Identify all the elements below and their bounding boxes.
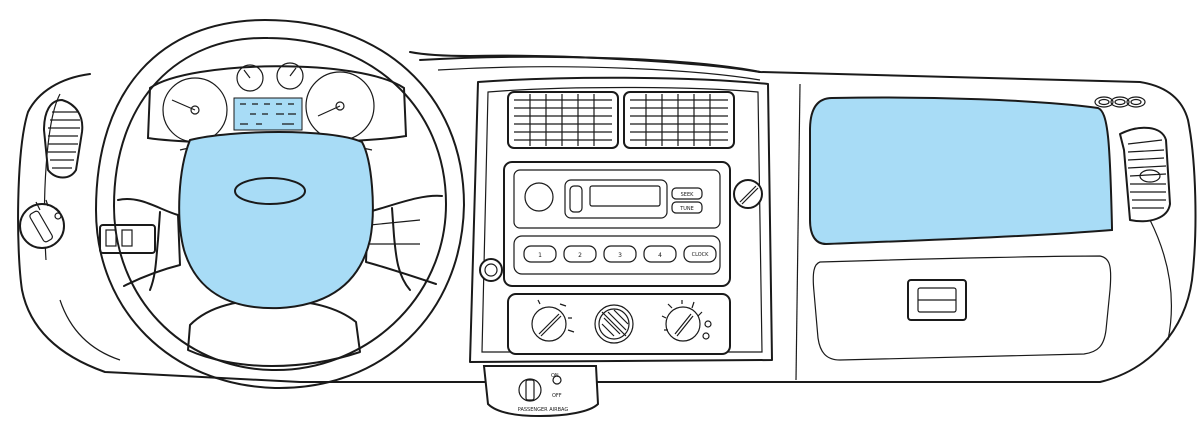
- preset-button-3: [603, 245, 637, 263]
- switch-caption: PASSENGER AIRBAG: [518, 407, 569, 413]
- preset-1-label: 1: [538, 252, 542, 259]
- dash-indicator-lights: [1094, 96, 1146, 108]
- preset-4-label: 4: [658, 252, 662, 259]
- preset-2-label: 2: [578, 252, 582, 259]
- center-vent-left: [507, 91, 619, 149]
- passenger-airbag: [809, 96, 1113, 246]
- instrument-cluster: [146, 62, 408, 145]
- center-stack: [469, 76, 773, 363]
- radio-tune-button: [671, 201, 703, 214]
- radio-display: [589, 185, 661, 207]
- headlamp-switch: [19, 199, 65, 249]
- dashboard-body: [17, 51, 1197, 383]
- left-side-vent: [43, 99, 84, 179]
- right-side-vent: [1119, 126, 1171, 223]
- preset-3-label: 3: [618, 252, 622, 259]
- stack-side-knobs: [479, 179, 763, 282]
- clock-label: CLOCK: [692, 252, 710, 258]
- volume-knob: [524, 182, 554, 212]
- preset-button-1: [523, 245, 557, 263]
- preset-button-2: [563, 245, 597, 263]
- steering-emblem: [234, 177, 306, 205]
- clock-button: [683, 245, 717, 263]
- turn-signal-stalk: [99, 224, 156, 254]
- driver-airbag: [178, 131, 374, 310]
- passenger-airbag-switch: ON OFF PASSENGER AIRBAG: [482, 365, 600, 418]
- radio-unit: SEEK TUNE 1 2 3 4 CLOCK: [503, 161, 731, 287]
- climate-controls: [507, 293, 731, 355]
- airbag-key-switch: [518, 378, 542, 402]
- steering-wheel: [95, 19, 465, 390]
- seek-label: SEEK: [681, 192, 694, 198]
- temperature-knob: [594, 304, 634, 344]
- tune-label: TUNE: [679, 206, 694, 212]
- switch-on-label: ON: [551, 373, 559, 379]
- glove-box-latch: [907, 279, 967, 321]
- switch-off-label: OFF: [552, 393, 562, 399]
- mode-knob: [665, 306, 701, 342]
- fan-speed-knob: [531, 306, 567, 342]
- radio-seek-button: [671, 187, 703, 200]
- center-vent-right: [623, 91, 735, 149]
- preset-button-4: [643, 245, 677, 263]
